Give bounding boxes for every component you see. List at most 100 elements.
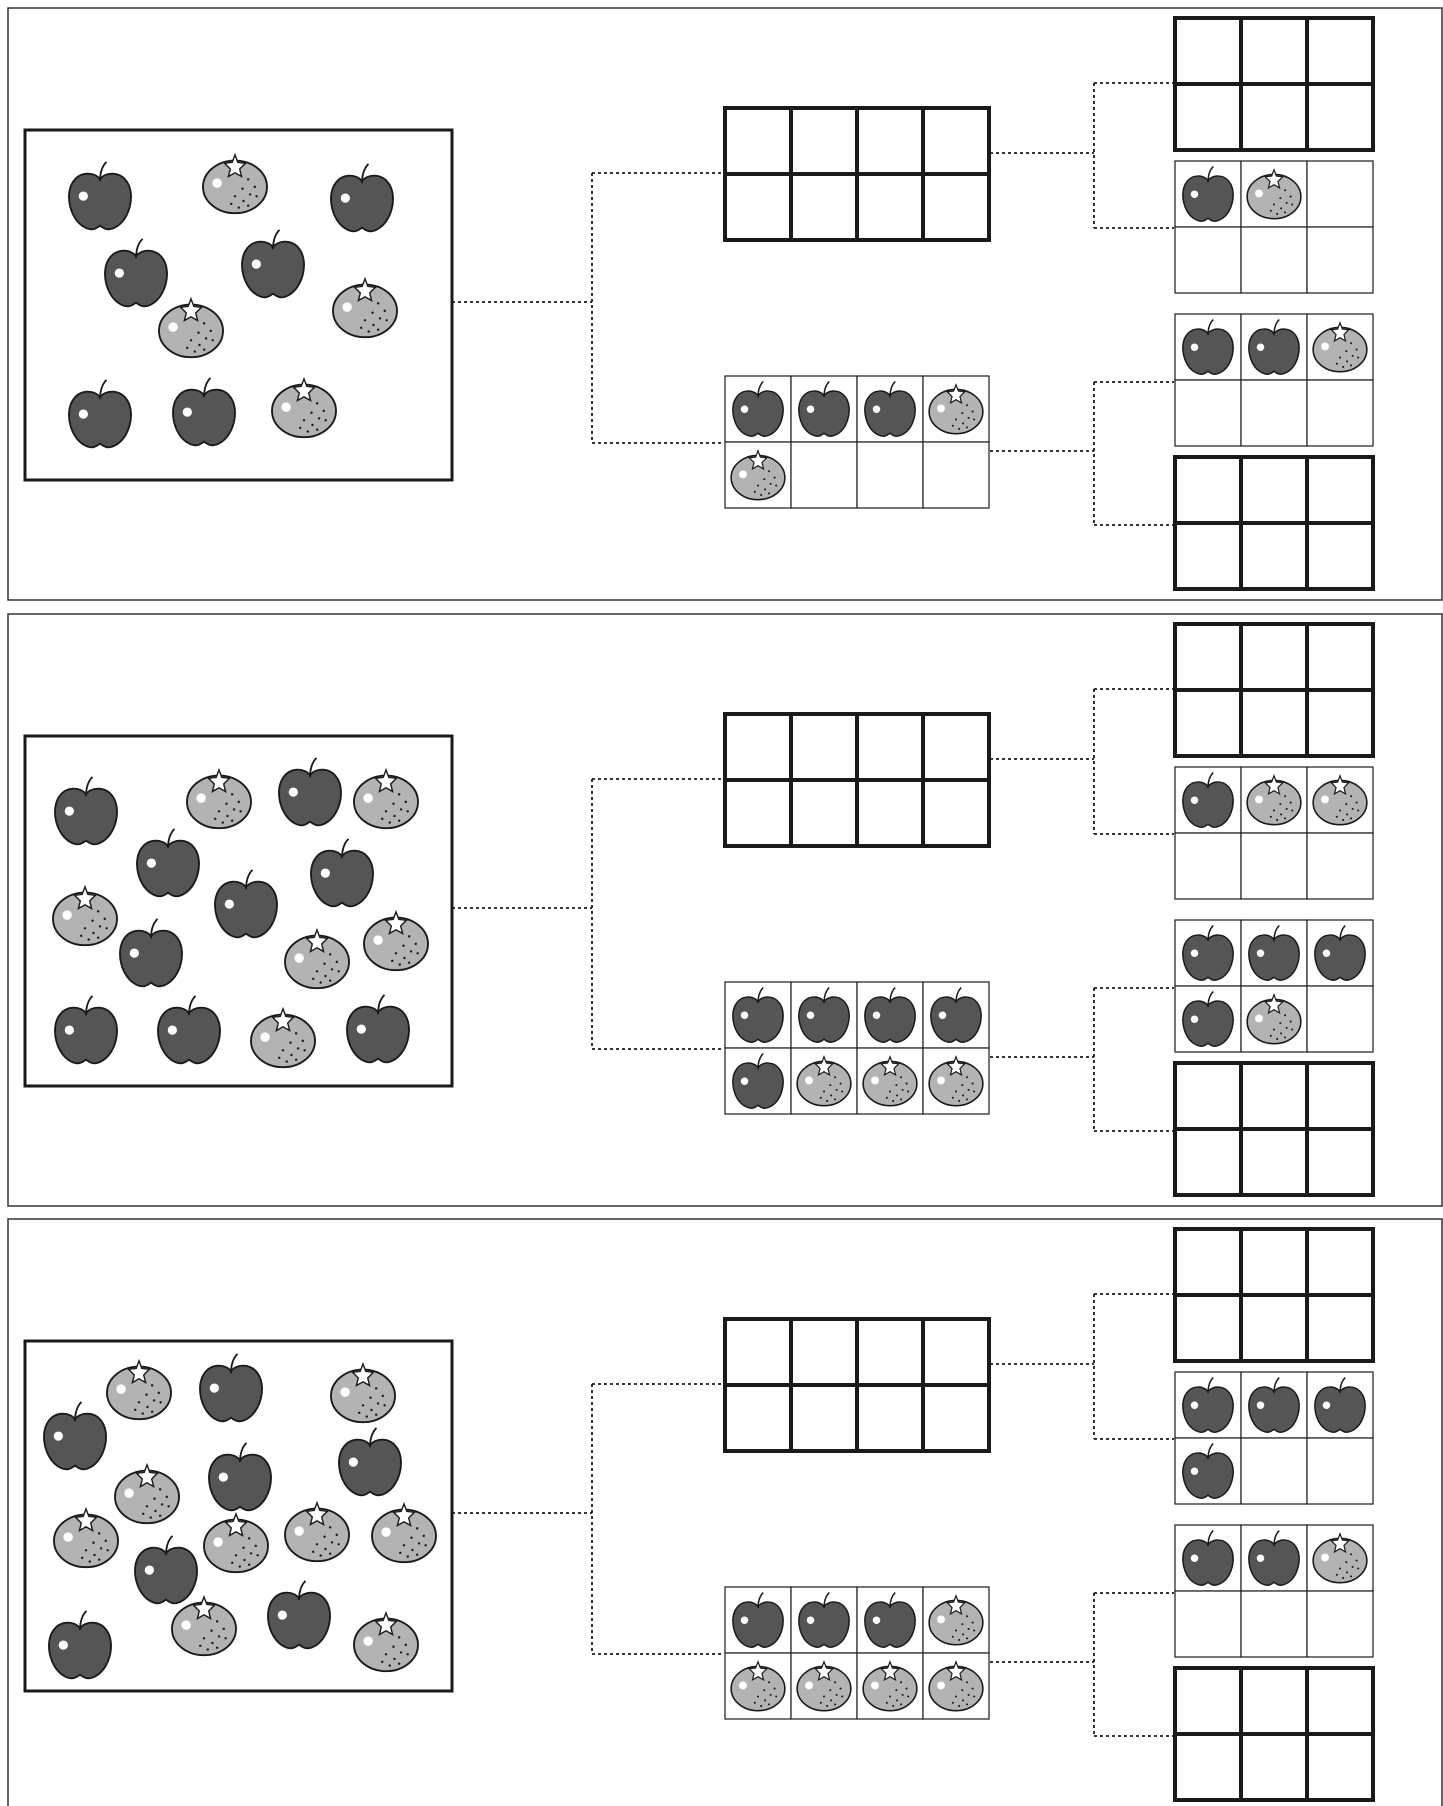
frame-cell-box[interactable]: [791, 780, 857, 846]
frame-cell[interactable]: [791, 714, 857, 780]
frame-cell-box[interactable]: [857, 174, 923, 240]
frame-cell[interactable]: [725, 376, 791, 442]
frame-cell-box[interactable]: [1241, 624, 1307, 690]
frame-cell[interactable]: [725, 780, 791, 846]
frame-cell-box[interactable]: [1175, 1063, 1241, 1129]
frame-cell[interactable]: [1241, 833, 1307, 899]
frame-cell-box[interactable]: [923, 1385, 989, 1451]
frame-cell-box[interactable]: [1241, 1295, 1307, 1361]
frame-cell[interactable]: [857, 982, 923, 1048]
frame-cell[interactable]: [1175, 1438, 1241, 1504]
frame-cell-box[interactable]: [1307, 1295, 1373, 1361]
frame-cell-box[interactable]: [1307, 380, 1373, 446]
frame-cell[interactable]: [857, 780, 923, 846]
frame-cell-box[interactable]: [725, 780, 791, 846]
frame-cell[interactable]: [1241, 986, 1307, 1052]
frame-cell-box[interactable]: [1241, 18, 1307, 84]
frame-cell-box[interactable]: [1307, 1129, 1373, 1195]
frame-cell-box[interactable]: [725, 1319, 791, 1385]
six-frame-partial[interactable]: [1175, 161, 1373, 293]
six-frame-empty[interactable]: [1175, 1668, 1373, 1800]
frame-cell[interactable]: [1307, 314, 1373, 380]
frame-cell[interactable]: [725, 1048, 791, 1114]
frame-cell-box[interactable]: [1241, 1063, 1307, 1129]
frame-cell-box[interactable]: [1241, 84, 1307, 150]
frame-cell[interactable]: [791, 108, 857, 174]
frame-cell-box[interactable]: [923, 780, 989, 846]
frame-cell[interactable]: [1175, 1295, 1241, 1361]
frame-cell[interactable]: [1175, 1668, 1241, 1734]
frame-cell[interactable]: [1241, 1734, 1307, 1800]
frame-cell[interactable]: [1175, 833, 1241, 899]
frame-cell[interactable]: [1241, 1295, 1307, 1361]
frame-cell[interactable]: [1307, 1668, 1373, 1734]
six-frame-partial[interactable]: [1175, 314, 1373, 446]
frame-cell[interactable]: [923, 1048, 989, 1114]
frame-cell[interactable]: [1241, 1063, 1307, 1129]
frame-cell[interactable]: [1175, 920, 1241, 986]
frame-cell[interactable]: [725, 982, 791, 1048]
frame-cell-box[interactable]: [791, 1385, 857, 1451]
frame-cell[interactable]: [1175, 457, 1241, 523]
frame-cell[interactable]: [1307, 1063, 1373, 1129]
six-frame-empty[interactable]: [1175, 18, 1373, 150]
frame-cell[interactable]: [1307, 18, 1373, 84]
frame-cell-box[interactable]: [1241, 1734, 1307, 1800]
frame-cell[interactable]: [857, 442, 923, 508]
frame-cell[interactable]: [791, 1385, 857, 1451]
frame-cell-box[interactable]: [725, 714, 791, 780]
frame-cell-box[interactable]: [1241, 690, 1307, 756]
frame-cell[interactable]: [1307, 624, 1373, 690]
frame-cell-box[interactable]: [1241, 1438, 1307, 1504]
frame-cell-box[interactable]: [725, 174, 791, 240]
frame-cell[interactable]: [725, 1653, 791, 1719]
frame-cell[interactable]: [1175, 624, 1241, 690]
frame-cell[interactable]: [791, 376, 857, 442]
frame-cell[interactable]: [857, 1653, 923, 1719]
frame-cell[interactable]: [1241, 380, 1307, 446]
frame-cell[interactable]: [1175, 1591, 1241, 1657]
frame-cell-box[interactable]: [1241, 1229, 1307, 1295]
frame-cell-box[interactable]: [1241, 1591, 1307, 1657]
frame-cell[interactable]: [1307, 523, 1373, 589]
frame-cell-box[interactable]: [1307, 833, 1373, 899]
frame-cell-box[interactable]: [1307, 1591, 1373, 1657]
frame-cell[interactable]: [1241, 227, 1307, 293]
frame-cell[interactable]: [1175, 690, 1241, 756]
frame-cell[interactable]: [791, 1653, 857, 1719]
frame-cell-box[interactable]: [1241, 457, 1307, 523]
six-frame-empty[interactable]: [1175, 1063, 1373, 1195]
ten-frame-sorted[interactable]: [725, 982, 989, 1114]
frame-cell-box[interactable]: [857, 1319, 923, 1385]
frame-cell-box[interactable]: [1307, 457, 1373, 523]
ten-frame-empty[interactable]: [725, 714, 989, 846]
frame-cell[interactable]: [1241, 1591, 1307, 1657]
frame-cell[interactable]: [923, 108, 989, 174]
frame-cell[interactable]: [725, 1385, 791, 1451]
frame-cell[interactable]: [1307, 986, 1373, 1052]
frame-cell[interactable]: [1307, 84, 1373, 150]
frame-cell[interactable]: [923, 1653, 989, 1719]
frame-cell[interactable]: [1307, 1129, 1373, 1195]
frame-cell-box[interactable]: [923, 174, 989, 240]
frame-cell-box[interactable]: [857, 714, 923, 780]
frame-cell[interactable]: [791, 174, 857, 240]
frame-cell[interactable]: [1307, 1372, 1373, 1438]
frame-cell-box[interactable]: [1307, 624, 1373, 690]
six-frame-empty[interactable]: [1175, 457, 1373, 589]
frame-cell-box[interactable]: [1175, 1591, 1241, 1657]
frame-cell[interactable]: [791, 1048, 857, 1114]
frame-cell-box[interactable]: [1307, 227, 1373, 293]
frame-cell[interactable]: [1241, 1129, 1307, 1195]
frame-cell-box[interactable]: [1307, 1438, 1373, 1504]
frame-cell-box[interactable]: [1175, 84, 1241, 150]
frame-cell-box[interactable]: [857, 780, 923, 846]
frame-cell-box[interactable]: [1175, 523, 1241, 589]
frame-cell-box[interactable]: [1175, 227, 1241, 293]
frame-cell-box[interactable]: [1307, 1668, 1373, 1734]
frame-cell-box[interactable]: [725, 1385, 791, 1451]
frame-cell-box[interactable]: [1175, 1668, 1241, 1734]
frame-cell[interactable]: [1241, 314, 1307, 380]
frame-cell[interactable]: [1307, 833, 1373, 899]
frame-cell[interactable]: [1241, 767, 1307, 833]
